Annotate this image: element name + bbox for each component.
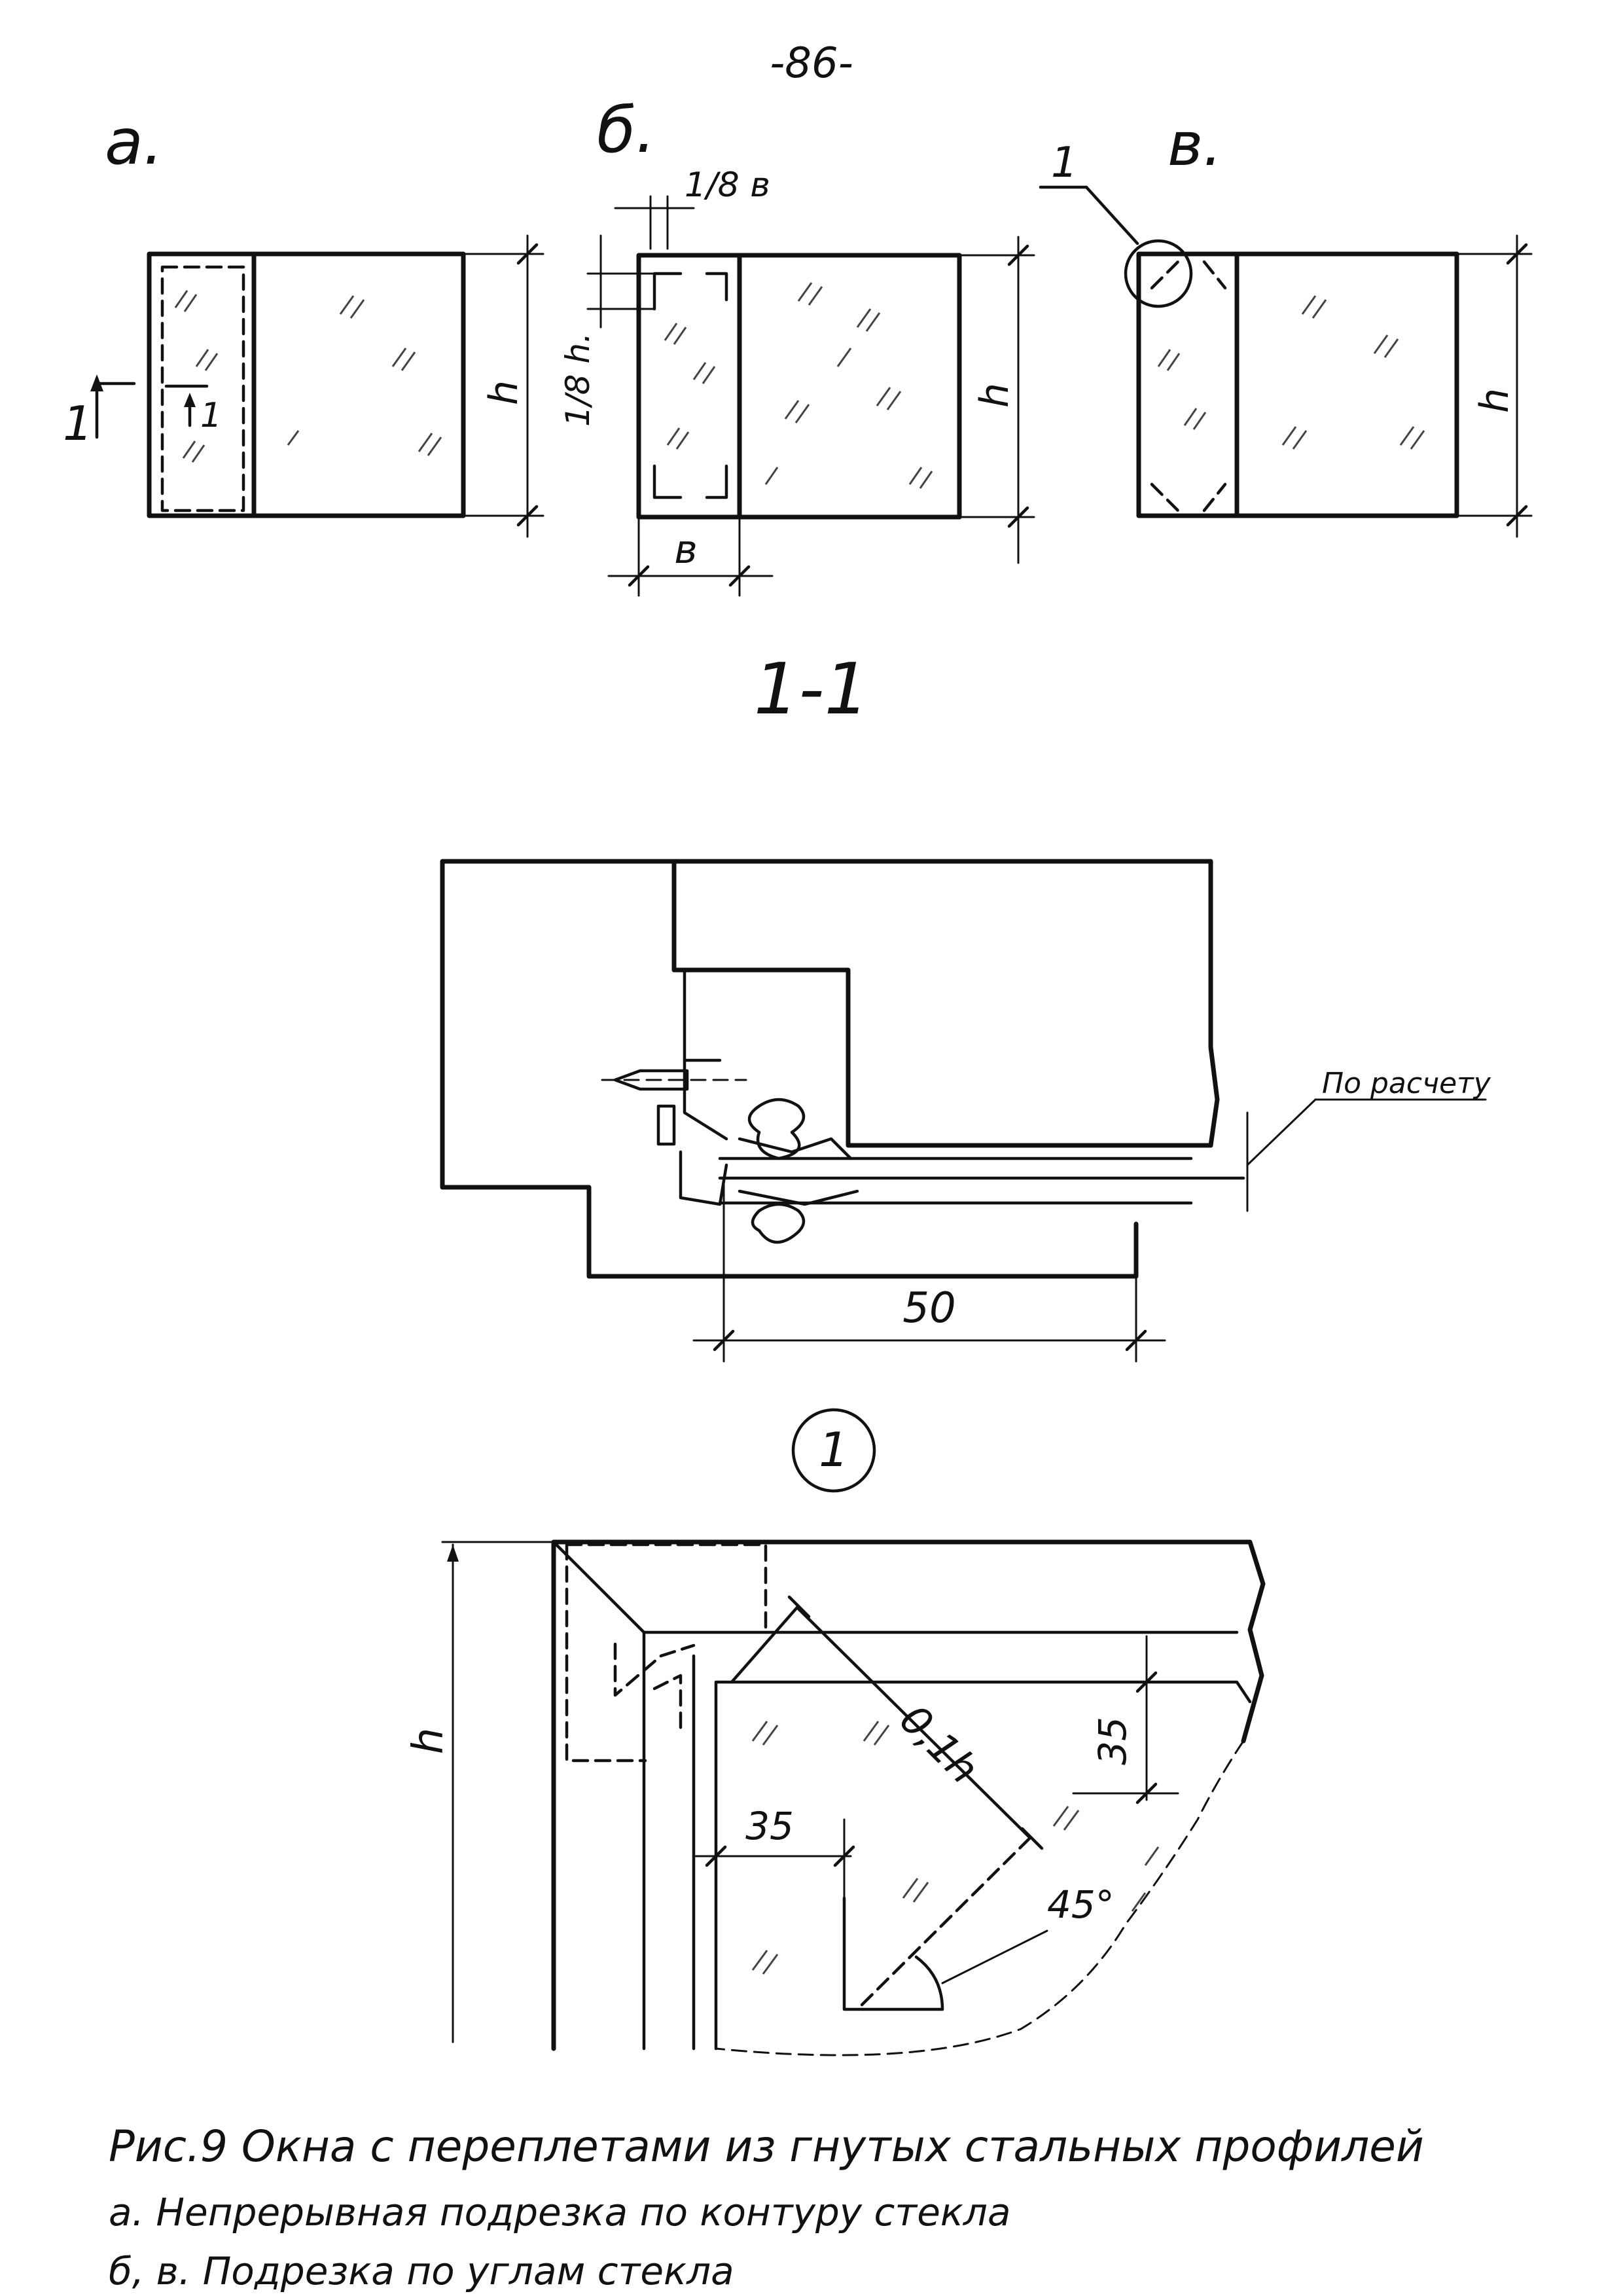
view-c-dim-h: h <box>1472 388 1518 413</box>
detail-marker-number: 1 <box>819 1422 849 1477</box>
detail-glass-hatching <box>751 1721 1160 1975</box>
view-c-frame <box>1136 251 1459 518</box>
view-b-glass-hatching <box>664 282 933 489</box>
section-1-1: 50 По расчету <box>440 859 1491 1363</box>
section-leader-line <box>1246 1098 1317 1166</box>
detail-cut-45-line <box>855 1836 1032 2011</box>
view-b-corner-cuts <box>652 272 728 499</box>
view-a-section-mark-inner: 1 <box>200 396 222 435</box>
view-b-frame <box>636 253 962 520</box>
view-a-frame <box>147 251 466 518</box>
section-glass <box>718 1157 1245 1205</box>
view-c-glass-hatching <box>1157 295 1425 450</box>
detail-angle: 45° <box>1047 1882 1115 1927</box>
section-gasket-bottom <box>751 1202 806 1244</box>
view-c-callout-leader <box>1084 185 1139 245</box>
view-c-callout-circle <box>1124 239 1193 308</box>
view-a: а. h 1 1 <box>63 105 544 538</box>
view-b-dim-bottom: в <box>674 527 697 573</box>
view-a-cut-contour <box>160 265 245 512</box>
view-b-dim-top: 1/8 в <box>685 166 770 205</box>
view-b-dim-side: 1/8 h. <box>559 332 597 427</box>
section-sash-profile <box>683 968 850 1141</box>
section-clip <box>656 1104 728 1206</box>
view-b-label: б. <box>597 94 656 167</box>
detail-diag-label: 0,1h <box>891 1695 988 1793</box>
detail-frame-outer <box>551 1539 1266 2051</box>
view-a-section-mark: 1 <box>63 396 93 451</box>
view-a-glass-hatching <box>174 290 442 463</box>
detail-cut-dashed <box>565 1543 768 1763</box>
detail-break-line <box>715 1740 1245 2056</box>
detail-diag-line <box>795 1605 1032 1840</box>
section-frame-outline <box>440 859 1213 1279</box>
view-c-label: в. <box>1168 109 1222 179</box>
caption-line-a: а. Непрерывная подрезка по контуру стекл… <box>109 2190 1011 2234</box>
view-c-corner-cuts <box>1150 260 1227 512</box>
page-number: -86- <box>770 39 853 88</box>
detail-1: 0,1h 45° 35 35 h <box>404 1539 1266 2056</box>
view-b: б. 1/8 в 1/8 h. h <box>559 94 1035 597</box>
detail-frame-inner <box>642 1630 1252 2051</box>
view-c-callout-number: 1 <box>1051 139 1078 187</box>
view-b-dim-h: h <box>972 383 1018 408</box>
detail-dim-h: h <box>404 1728 453 1755</box>
view-a-label: а. <box>105 105 163 179</box>
detail-marker: 1 <box>791 1408 876 1493</box>
detail-dim-35-v: 35 <box>1090 1717 1135 1765</box>
section-dim-width: 50 <box>902 1284 955 1333</box>
view-a-dim-h: h <box>481 380 527 405</box>
caption-title: Рис.9 Окна с переплетами из гнутых сталь… <box>109 2121 1424 2172</box>
section-leader-label: По расчету <box>1322 1067 1491 1100</box>
view-c: в. 1 h <box>1039 109 1533 538</box>
caption-line-b: б, в. Подрезка по углам стекла <box>109 2249 734 2293</box>
detail-dim-35-h: 35 <box>745 1804 794 1848</box>
section-fastener <box>613 1069 689 1091</box>
section-title: 1-1 <box>754 649 869 730</box>
